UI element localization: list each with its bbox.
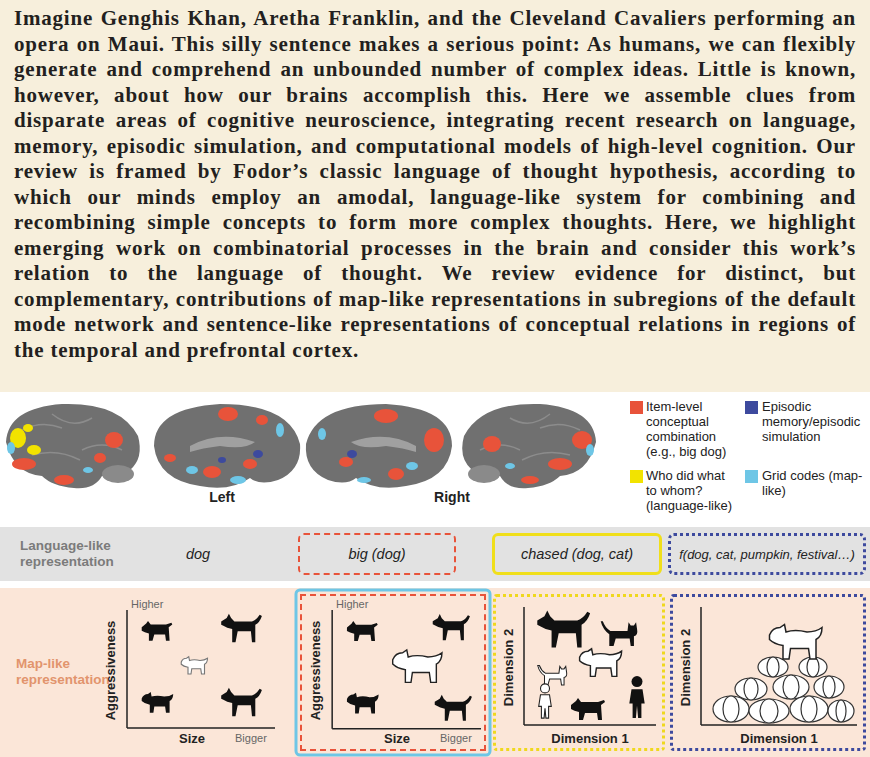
- expression-text: chased (dog, cat): [521, 546, 633, 562]
- left-medial-brain: [154, 404, 300, 488]
- legend-swatch: [745, 470, 758, 483]
- axis-title: Aggressiveness: [103, 620, 118, 720]
- map-chart-box: Dimension 2 Dimension 1: [493, 594, 665, 751]
- legend-swatch: [630, 401, 643, 414]
- axis-tick: Higher: [131, 598, 163, 610]
- axis-title: Dimension 1: [740, 731, 817, 746]
- axis-tick: Bigger: [235, 732, 267, 744]
- expression-box: chased (dog, cat): [492, 533, 662, 575]
- abstract-band: Imagine Genghis Khan, Aretha Franklin, a…: [0, 0, 870, 392]
- axis-title: Size: [384, 731, 410, 746]
- map-chart-box: HigherAggressivenessSize Bigger: [300, 594, 486, 751]
- expression-text: big (dog): [348, 546, 405, 562]
- dog-map-chart: [302, 596, 484, 749]
- axis-title: Dimension 1: [551, 731, 628, 746]
- abstract-text: Imagine Genghis Khan, Aretha Franklin, a…: [14, 6, 856, 363]
- legend-swatch: [745, 401, 758, 414]
- axis-title: Dimension 2: [679, 628, 694, 705]
- axis-title: Dimension 2: [502, 628, 517, 705]
- expression-box: big (dog): [298, 533, 456, 575]
- pumpkin-festival-scene: [673, 597, 863, 748]
- row-label: Language-like representation: [20, 538, 138, 570]
- map-band: Map-like representation HigherAggressive…: [0, 588, 870, 757]
- axis-title: Size: [179, 731, 205, 746]
- legend-text: Grid codes (map-like): [762, 468, 868, 498]
- axis-title: Aggressiveness: [309, 620, 324, 720]
- dog-map-chart: [127, 610, 275, 728]
- legend-text: Who did what to whom? (language-like): [646, 468, 736, 513]
- legend-swatch: [630, 470, 643, 483]
- language-band: Language-like representation big (dog) cha…: [0, 527, 870, 581]
- axis-tick: Bigger: [440, 732, 472, 744]
- axis-tick: Higher: [336, 598, 368, 610]
- hemisphere-label: Left: [209, 489, 235, 505]
- left-lateral-brain: [6, 404, 140, 488]
- legend-text: Episodic memory/episodic simulation: [762, 399, 868, 444]
- right-lateral-brain: [462, 404, 596, 488]
- legend-text: Item-level conceptual combination (e.g.,…: [646, 399, 736, 459]
- map-chart-box: Dimension 2 Dimension 1: [670, 594, 866, 751]
- hemisphere-label: Right: [434, 489, 470, 505]
- expression-text: dog: [186, 546, 210, 562]
- expression-text: f(dog, cat, pumpkin, festival…): [679, 547, 855, 562]
- right-medial-brain: [306, 404, 452, 488]
- expression-box: f(dog, cat, pumpkin, festival…): [668, 533, 866, 575]
- row-label: Map-like representation: [16, 656, 112, 688]
- chase-scene: [496, 597, 662, 748]
